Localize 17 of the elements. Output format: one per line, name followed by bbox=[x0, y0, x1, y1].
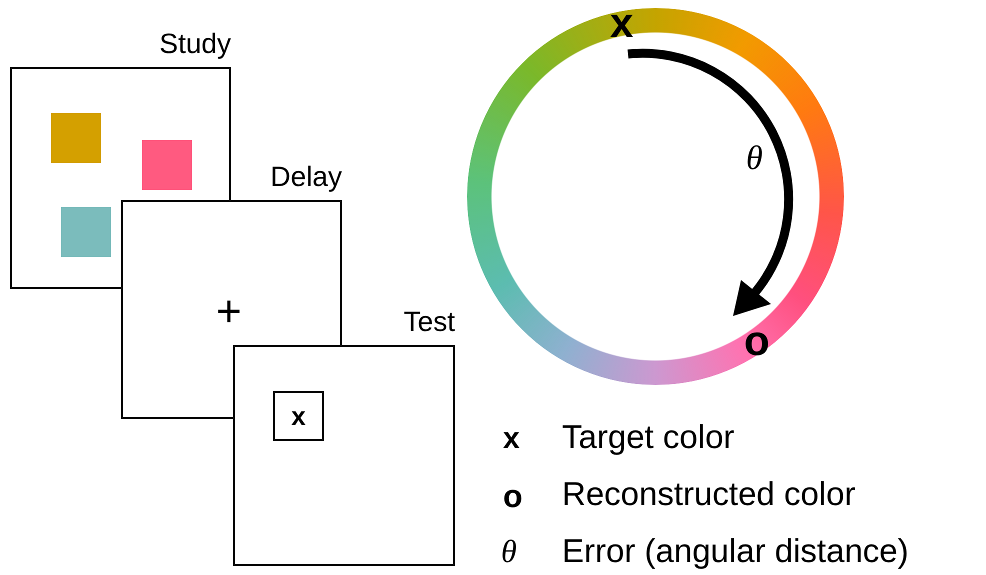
angle-symbol: θ bbox=[746, 142, 763, 176]
legend-symbol: o bbox=[503, 480, 523, 512]
color-square bbox=[61, 207, 111, 257]
response-marker: o bbox=[744, 320, 770, 362]
legend-symbol: θ bbox=[501, 535, 517, 567]
fixation-cross: + bbox=[216, 290, 242, 334]
legend-label: Target color bbox=[562, 420, 734, 453]
target-marker: x bbox=[610, 2, 634, 44]
frame-title: Delay bbox=[270, 160, 342, 194]
legend-label: Reconstructed color bbox=[562, 477, 856, 510]
legend-label: Error (angular distance) bbox=[562, 534, 909, 567]
legend-symbol: x bbox=[503, 424, 520, 454]
color-square bbox=[51, 113, 101, 163]
frame-title: Study bbox=[159, 27, 231, 61]
frame-title: Test bbox=[404, 305, 455, 339]
color-square bbox=[142, 140, 192, 190]
probe-box: x bbox=[273, 391, 324, 441]
